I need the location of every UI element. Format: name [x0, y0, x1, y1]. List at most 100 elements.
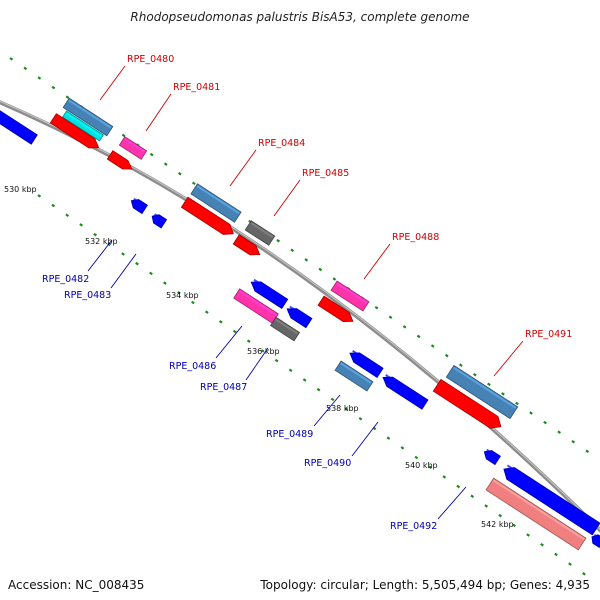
- outer-tick-3: [51, 85, 56, 90]
- gene-label-rpe0481[interactable]: RPE_0481: [173, 82, 220, 93]
- gene-rpe0481-inner-shine: [112, 152, 128, 164]
- gene-rpe0484-outer-body: [190, 183, 242, 223]
- gene-rpe0483: [151, 213, 168, 229]
- gene-left-edge-shine: [0, 111, 36, 137]
- leader-rpe0483: [110, 253, 137, 289]
- gene-rpe0485-gray-shine: [250, 222, 274, 238]
- scale-label-530: 530 kbp: [4, 185, 37, 194]
- gene-rpe0488-pink: [330, 280, 370, 312]
- gene-rpe0492-small: [483, 448, 501, 466]
- gene-rpe0480-outer-shine: [68, 99, 112, 129]
- scale-label-534: 534 kbp: [166, 291, 199, 300]
- leader-rpe0481: [145, 93, 172, 132]
- outer-tick-20: [290, 248, 295, 253]
- scale-label-538: 538 kbp: [326, 404, 359, 413]
- gene-rpe0487-outer: [286, 305, 313, 329]
- gene-label-rpe0480[interactable]: RPE_0480: [127, 54, 174, 65]
- outer-tick-29: [416, 334, 421, 339]
- leader-rpe0491: [493, 340, 524, 377]
- gene-rpe0485-inner-shine: [238, 236, 256, 249]
- inner-tick-21: [330, 397, 335, 402]
- outer-tick-10: [149, 152, 154, 157]
- gene-rpe0491-outer: [445, 364, 519, 420]
- gene-rpe0484-inner-body: [180, 196, 234, 235]
- gene-label-rpe0484[interactable]: RPE_0484: [258, 138, 305, 149]
- gene-label-rpe0483[interactable]: RPE_0483: [64, 290, 111, 301]
- topology-info: Topology: circular; Length: 5,505,494 bp…: [260, 578, 590, 592]
- leader-rpe0482: [87, 239, 113, 272]
- inner-tick-32: [484, 504, 489, 508]
- gene-rpe0481-pink-body: [118, 136, 148, 160]
- gene-rpe0492-small-shine: [486, 448, 496, 456]
- outer-tick-38: [543, 420, 547, 425]
- inner-tick-34: [512, 523, 516, 528]
- inner-tick-16: [260, 349, 265, 353]
- gene-label-rpe0486[interactable]: RPE_0486: [169, 361, 216, 372]
- gene-rpe0484-inner: [180, 196, 234, 235]
- gene-rpe0480-cyan: [62, 110, 104, 142]
- label-leader-lines: [87, 65, 524, 520]
- gene-rpe0491-outer-body: [445, 364, 519, 420]
- outer-tick-36: [515, 401, 519, 406]
- inner-tick-1: [51, 203, 56, 208]
- inner-tick-7: [135, 261, 139, 266]
- inner-tick-3: [79, 223, 83, 227]
- gene-rpe0491-inner-shine: [440, 380, 498, 419]
- gene-label-rpe0489[interactable]: RPE_0489: [266, 429, 313, 440]
- gene-rpe0492-salmon-shine: [492, 479, 585, 541]
- gene-rpe0483-body: [151, 214, 168, 229]
- gene-label-rpe0482[interactable]: RPE_0482: [42, 274, 89, 285]
- outer-tick-35: [501, 392, 505, 396]
- gene-label-rpe0492[interactable]: RPE_0492: [390, 521, 437, 532]
- gene-rpe0484-outer-shine: [196, 185, 240, 215]
- outer-tick-28: [402, 325, 407, 329]
- gene-rpe0487-outer-shine: [289, 305, 305, 317]
- outer-tick-26: [374, 305, 379, 310]
- outer-tick-12: [177, 171, 182, 176]
- gene-rpe0489-cds: [334, 360, 374, 392]
- inner-tick-28: [428, 465, 433, 469]
- gene-rpe0481-inner: [106, 150, 133, 170]
- gene-rpe0488-inner: [317, 295, 354, 323]
- inner-tick-12: [204, 310, 209, 314]
- gene-left-edge-body: [0, 109, 38, 145]
- gene-right-edge: [591, 533, 600, 549]
- outer-tick-22: [318, 267, 323, 272]
- inner-tick-22: [344, 407, 349, 411]
- outer-tick-8: [121, 133, 126, 138]
- gene-label-rpe0488[interactable]: RPE_0488: [392, 232, 439, 243]
- inner-tick-38: [568, 562, 572, 566]
- gene-rpe0489-outer: [349, 349, 384, 378]
- inner-tick-37: [554, 552, 558, 557]
- gene-rpe0490-shine: [385, 374, 421, 399]
- outer-tick-34: [487, 382, 491, 387]
- scale-label-540: 540 kbp: [405, 461, 438, 470]
- gene-rpe0488-pink-body: [330, 280, 370, 312]
- gene-rpe0492-outer-shine: [506, 464, 593, 522]
- leader-rpe0489: [313, 394, 341, 427]
- inner-tick-20: [316, 387, 321, 392]
- inner-tick-27: [414, 455, 419, 460]
- leader-rpe0484: [229, 149, 257, 187]
- inner-tick-19: [302, 378, 307, 382]
- inner-tick-29: [442, 475, 447, 479]
- inner-tick-0: [37, 194, 42, 198]
- gene-rpe0492-outer: [503, 464, 600, 536]
- gene-label-rpe0490[interactable]: RPE_0490: [304, 458, 351, 469]
- gene-label-rpe0485[interactable]: RPE_0485: [302, 168, 349, 179]
- gene-label-rpe0487[interactable]: RPE_0487: [200, 382, 247, 393]
- gene-rpe0480-cyan-shine: [65, 112, 102, 138]
- gene-rpe0490-body: [382, 376, 429, 410]
- gene-rpe0481-inner-body: [106, 150, 133, 170]
- inner-tick-2: [65, 213, 70, 217]
- outer-tick-30: [430, 344, 435, 348]
- gene-features: [0, 97, 600, 551]
- outer-tick-32: [458, 363, 463, 367]
- gene-rpe0487-gray-shine: [275, 318, 299, 335]
- inner-tick-10: [177, 291, 181, 295]
- outer-tick-13: [192, 181, 196, 186]
- inner-tick-23: [358, 416, 363, 421]
- gene-rpe0481-pink: [118, 136, 148, 160]
- outer-tick-39: [557, 430, 562, 434]
- gene-label-rpe0491[interactable]: RPE_0491: [525, 329, 572, 340]
